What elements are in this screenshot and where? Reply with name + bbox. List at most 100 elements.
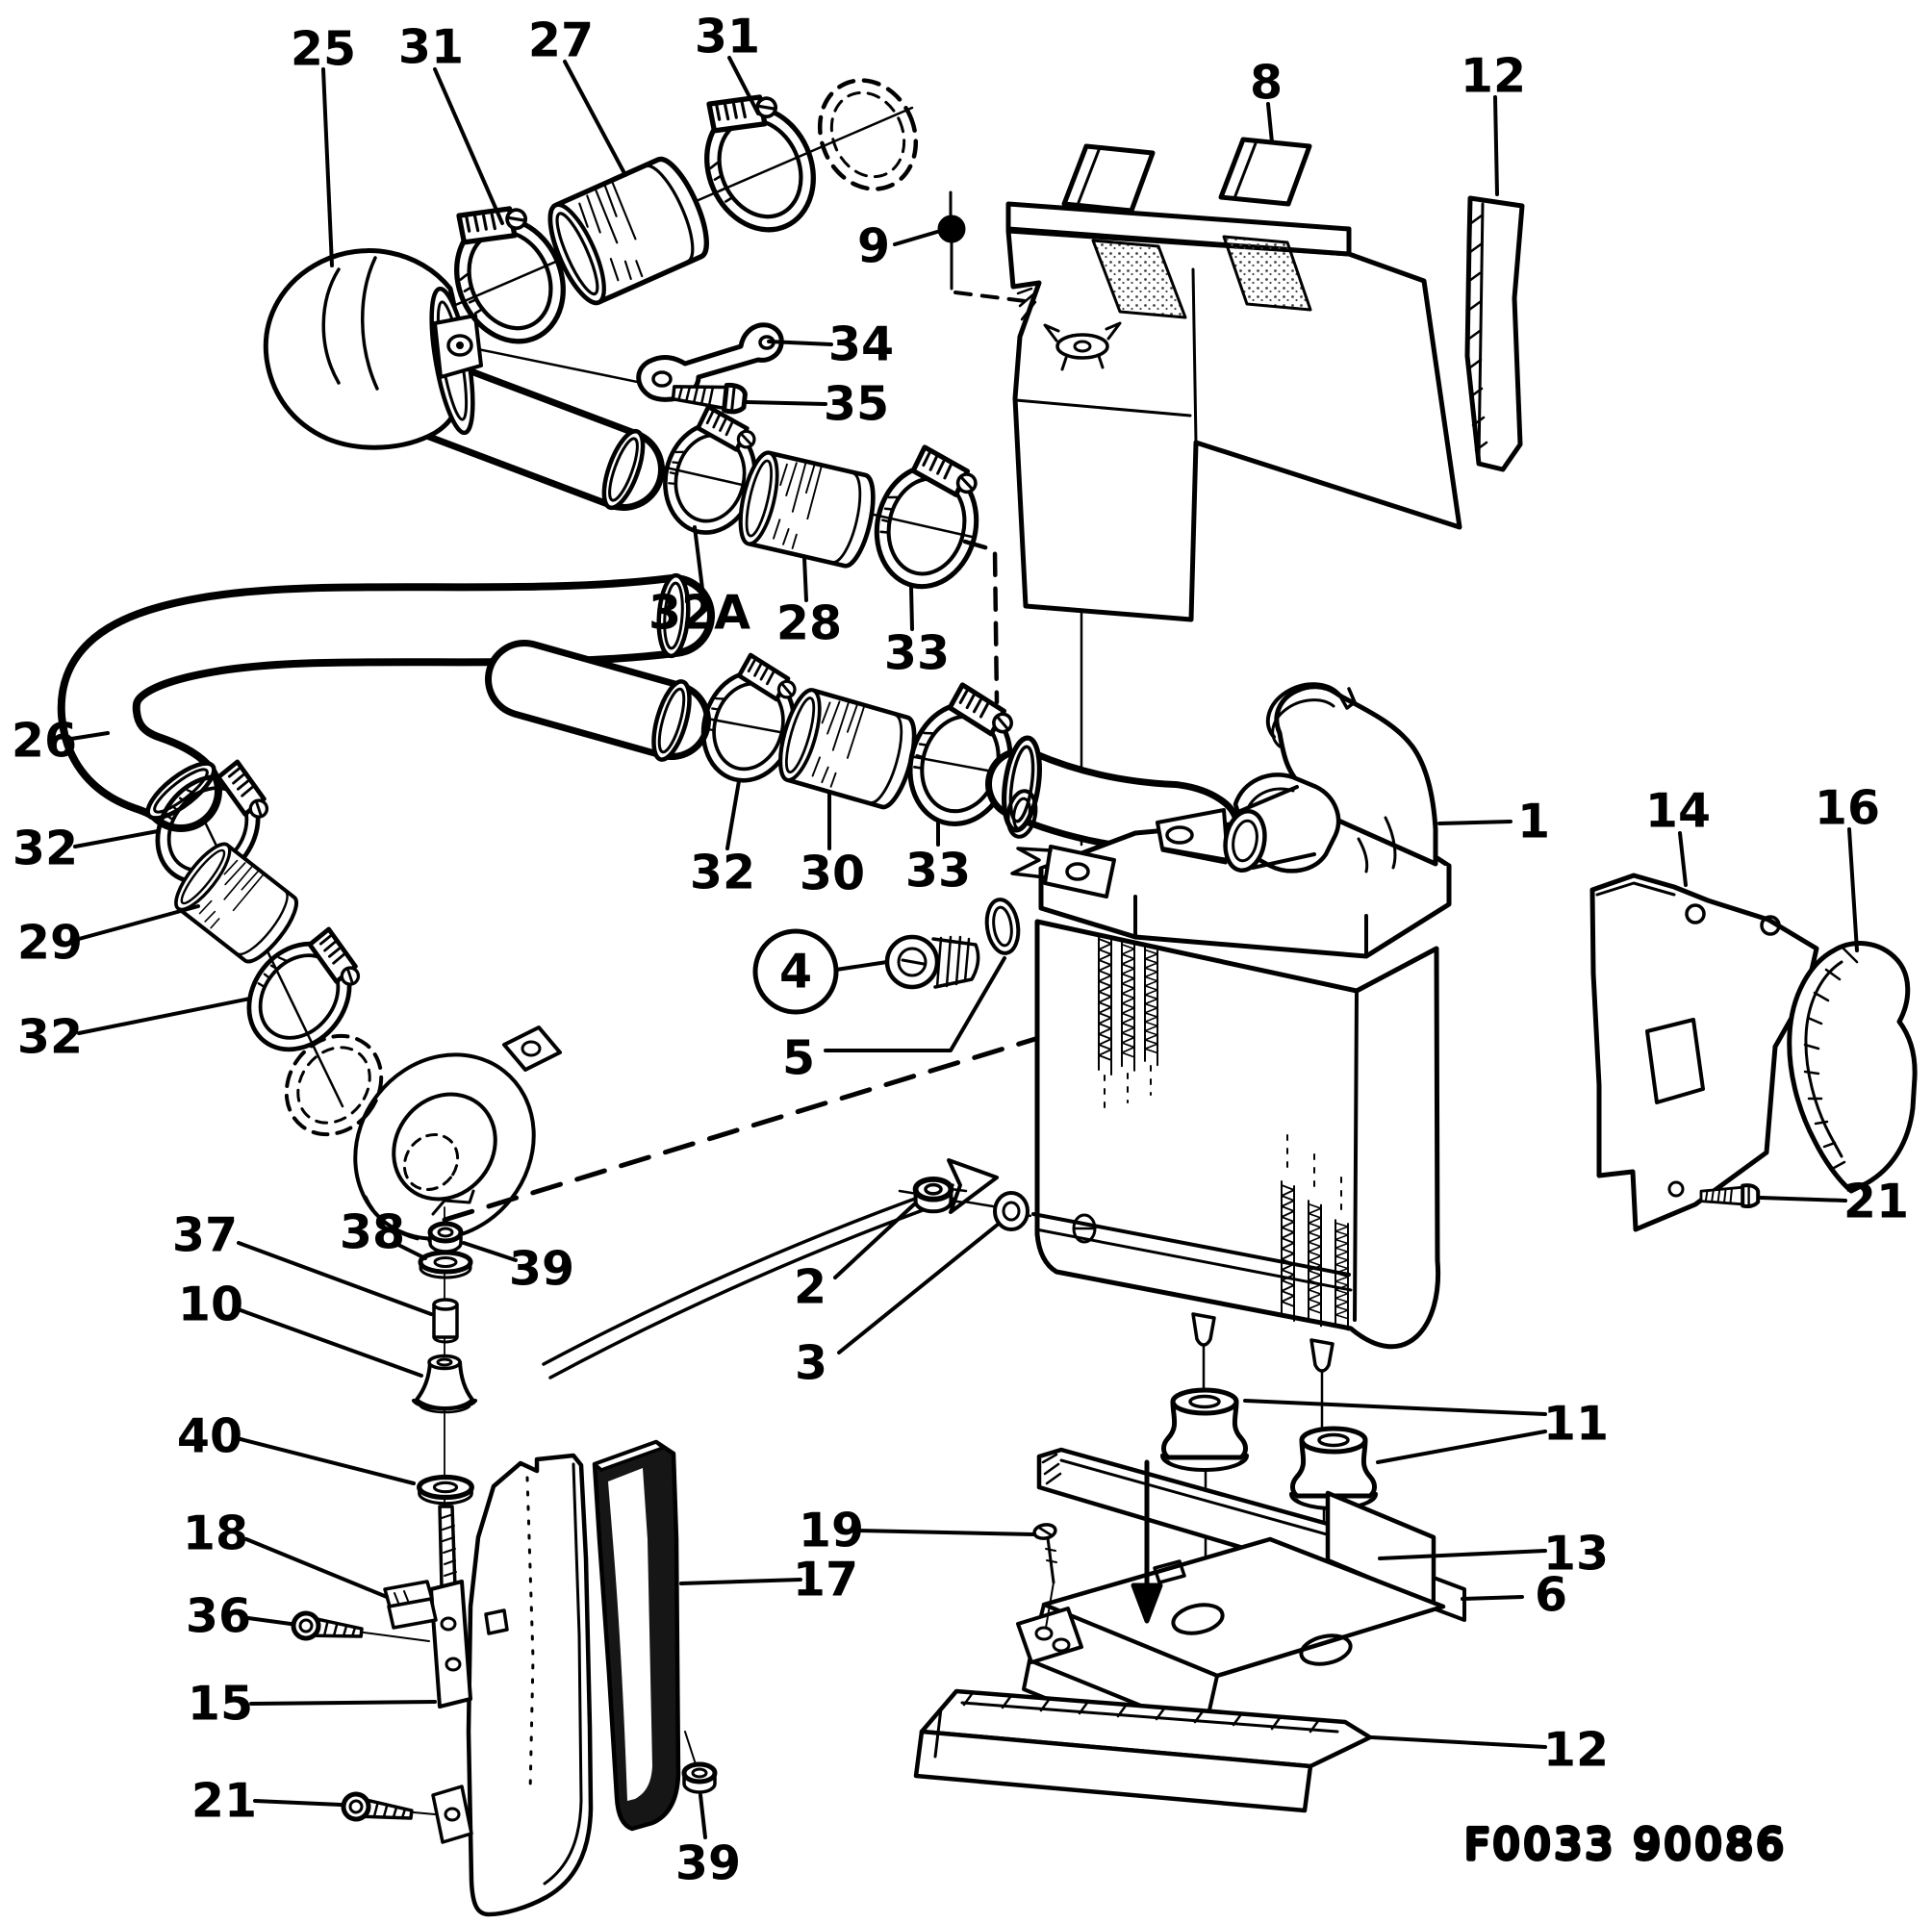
callout-17: 17 (793, 1553, 858, 1608)
callout-9: 9 (857, 219, 890, 274)
callout-33: 33 (884, 626, 950, 681)
callout-31: 31 (398, 20, 464, 75)
callout-14: 14 (1645, 784, 1711, 839)
nut-39-lower (684, 1731, 715, 1792)
axis-screw-36 (363, 1632, 430, 1642)
outlet-elbow (1265, 682, 1438, 873)
leader-line-38 (396, 1243, 427, 1260)
callout-21: 21 (1843, 1175, 1909, 1229)
clamp-33-mid (865, 441, 992, 596)
arrow-head (947, 1158, 999, 1214)
callout-32: 32 (690, 846, 755, 900)
callout-40: 40 (177, 1409, 242, 1464)
leader-line-12 (1370, 1735, 1547, 1749)
mount-bracket-claw (1010, 845, 1116, 899)
callout-32A: 32A (648, 586, 750, 641)
leader-line-21 (1759, 1196, 1847, 1202)
air-duct-16 (1787, 941, 1918, 1194)
leader-line-11 (1376, 1430, 1547, 1464)
dashed-turbo-to-intercooler (442, 1036, 1038, 1223)
heat-shield-14 (1589, 873, 1819, 1232)
callout-28: 28 (776, 596, 842, 651)
pipe-lower (485, 640, 711, 763)
callout-21: 21 (191, 1774, 257, 1829)
callout-11: 11 (1543, 1397, 1609, 1452)
callout-2: 2 (794, 1260, 826, 1315)
leader-line-10 (239, 1308, 423, 1378)
shroud-fin-left (1061, 143, 1156, 214)
inlet-gasket-ring (1005, 789, 1038, 839)
callout-33: 33 (905, 844, 971, 899)
leader-line-29 (77, 904, 200, 941)
o-ring-5 (984, 898, 1021, 955)
washer-38 (420, 1253, 470, 1278)
leader-line-6 (1461, 1595, 1524, 1601)
ghost-ring-top (817, 78, 919, 191)
callout-5: 5 (782, 1031, 815, 1086)
tank-front-face (1038, 863, 1452, 959)
tray-tab (1432, 1576, 1466, 1622)
nut-39-upper (430, 1224, 461, 1252)
intercooler-1 (1005, 682, 1452, 1633)
sleeve-28 (734, 449, 880, 569)
leader-line-31 (727, 56, 760, 115)
core-fins (1099, 935, 1348, 1330)
callout-18: 18 (183, 1506, 248, 1561)
leader-line-13 (1378, 1549, 1547, 1560)
leader-line-39 (462, 1241, 518, 1262)
air-shroud-8 (1005, 137, 1462, 622)
leader-line-9 (893, 230, 939, 246)
leader-line-2 (833, 1202, 916, 1279)
nut-2 (916, 1179, 968, 1211)
leader-line-32A (693, 525, 704, 591)
inlet-port-clevis (1156, 772, 1341, 873)
callout-35: 35 (824, 377, 889, 432)
rubber-buffer-10 (412, 1354, 477, 1414)
callout-26: 26 (12, 714, 77, 769)
leader-line-40 (239, 1437, 416, 1485)
seal-strip-12-top (1464, 195, 1525, 472)
leader-line-34 (767, 340, 833, 346)
leader-line-28 (802, 556, 808, 602)
callout-1: 1 (1517, 795, 1550, 849)
leader-line-12 (1493, 95, 1499, 196)
leader-line-1 (1437, 820, 1513, 825)
callout-circle-4 (752, 928, 839, 1015)
panel-foot-tab (431, 1785, 473, 1844)
lower-panel-12 (913, 1688, 1373, 1813)
turbo-flange-tab (502, 1025, 562, 1072)
spacer-37 (432, 1298, 459, 1344)
leader-line-36 (246, 1616, 292, 1626)
deflector-panel-15 (466, 1453, 594, 1917)
callout-27: 27 (528, 13, 594, 68)
ghost-ring-turbo (284, 1033, 384, 1137)
leader-line-17 (679, 1578, 802, 1585)
shroud-spring-tab (1043, 321, 1122, 371)
leader-line-32 (77, 997, 252, 1035)
drain-plug-4 (884, 934, 980, 990)
leader-line-33 (909, 585, 914, 631)
leader-line-5 (824, 956, 1006, 1052)
callout-38: 38 (340, 1205, 405, 1260)
leader-line-37 (237, 1241, 433, 1316)
callout-3: 3 (795, 1336, 827, 1391)
callout-10: 10 (178, 1278, 243, 1332)
callout-13: 13 (1543, 1527, 1609, 1582)
sleeve-30 (773, 686, 922, 811)
ball-pin-9 (937, 190, 966, 254)
leader-line-11 (1243, 1399, 1547, 1416)
leader-line-15 (249, 1700, 437, 1706)
callout-8: 8 (1250, 56, 1283, 111)
hose-elbow-25 (263, 248, 483, 450)
callout-37: 37 (172, 1208, 238, 1263)
leader-line-16 (1847, 827, 1859, 952)
leader-line-27 (563, 60, 627, 177)
leader-line-32 (73, 829, 160, 848)
mounting-tray-6 (1016, 1490, 1466, 1762)
axis-screw-21 (413, 1811, 436, 1815)
dashed-connector-zigzag (431, 1189, 475, 1216)
leader-line-14 (1678, 831, 1688, 887)
core-body (1034, 919, 1441, 1350)
